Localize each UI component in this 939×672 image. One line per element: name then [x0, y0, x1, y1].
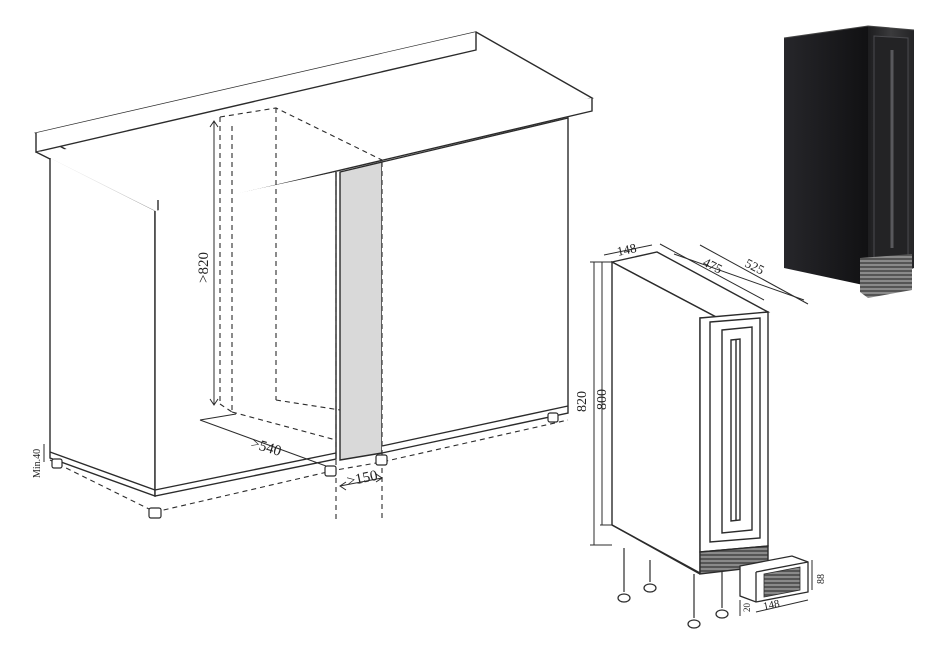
- kitchen-cabinet: [34, 31, 594, 497]
- niche-side-panel: [339, 161, 383, 461]
- product-photo: [783, 25, 915, 298]
- appliance-total-height-label: 820: [575, 391, 590, 412]
- appliance-width-label: 148: [616, 240, 638, 259]
- appliance-total-depth-label: 525: [743, 255, 767, 277]
- kick-plate-height-label: 88: [816, 574, 827, 584]
- niche-width-label: >150: [346, 468, 380, 490]
- cabinet-feet: [51, 412, 559, 519]
- cabinet-front-right: [381, 117, 569, 454]
- countertop-backsplash: [35, 32, 477, 153]
- appliance-drawing: [609, 251, 771, 575]
- appliance-body-depth-label: 475: [701, 254, 725, 276]
- niche-height-label: >820: [196, 252, 212, 283]
- appliance-body-height-label: 800: [595, 389, 610, 410]
- cabinet-dimension-lines: [43, 120, 383, 491]
- product-vent: [860, 254, 912, 298]
- min-gap-label: Min.40: [32, 449, 43, 478]
- cabinet-front-left: [154, 172, 337, 497]
- kick-plate-width-label: 148: [762, 598, 781, 613]
- appliance-feet: [617, 548, 729, 629]
- kick-plate: [739, 555, 809, 603]
- product-side: [784, 26, 868, 286]
- appliance-dimension-lines: [590, 243, 813, 616]
- cabinet-left-side: [49, 158, 156, 497]
- kick-plate-depth-label: 20: [742, 603, 752, 613]
